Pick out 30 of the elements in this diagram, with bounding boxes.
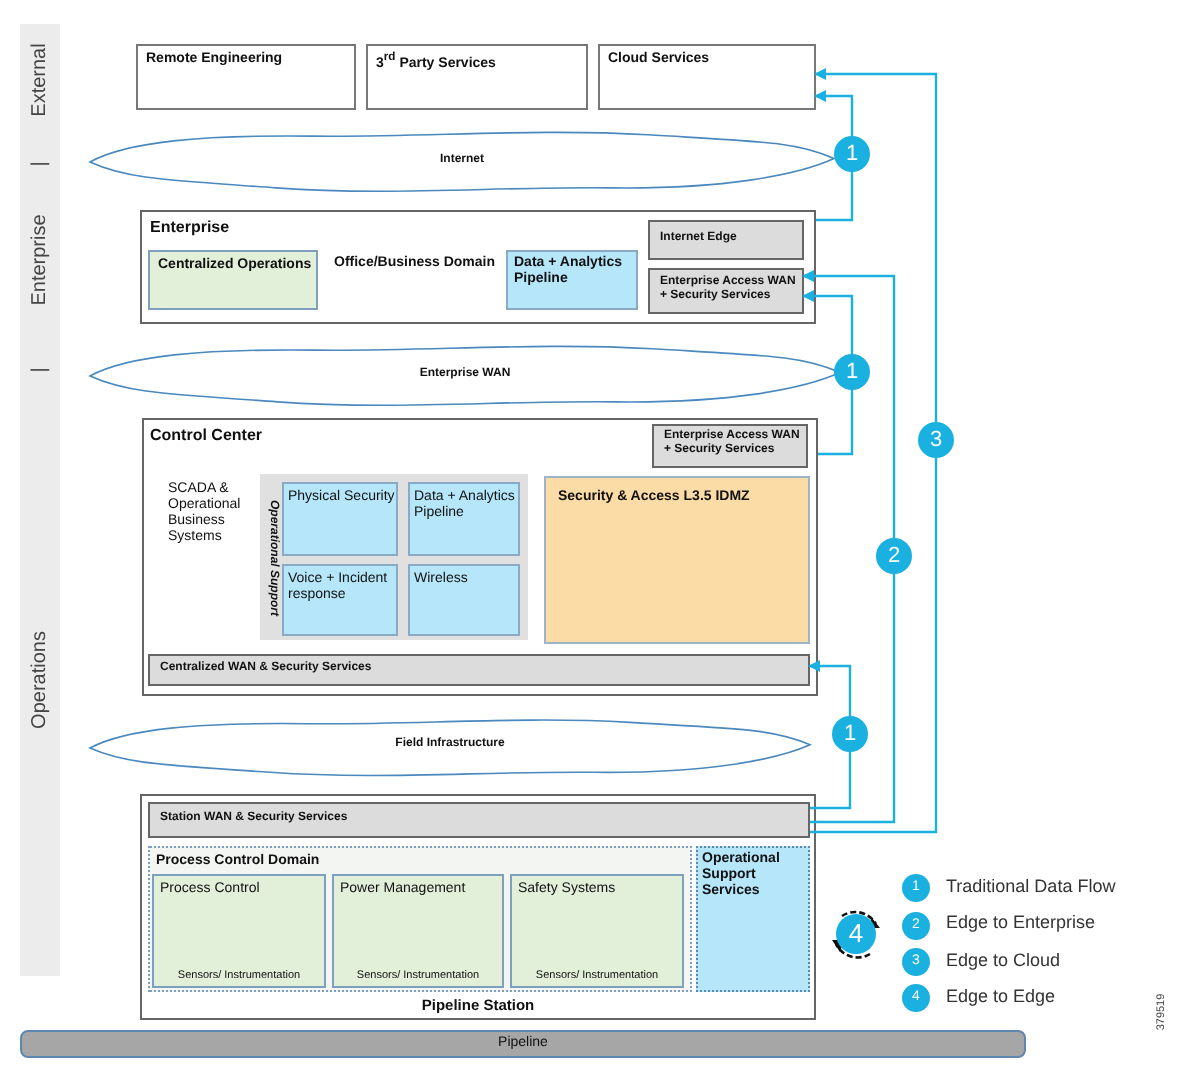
edge-label: 2 [876,538,912,574]
legend-text: Edge to Cloud [946,949,1061,970]
box-heading: Enterprise [150,218,230,237]
edge-label: 1 [834,136,870,172]
side-label: External [29,43,51,117]
legend-text: Edge to Edge [946,985,1056,1006]
flow-arrow [802,270,896,824]
separator: | [29,367,51,373]
separator: | [29,161,51,167]
flow-arrow [808,660,852,810]
edge-label: 3 [918,422,954,458]
safety-systems-box [510,874,684,988]
side-label: Enterprise [29,214,51,306]
process-control-box [152,874,326,988]
edge-label: 1 [834,354,870,390]
pipeline-station-box [140,794,816,1020]
number-badge: 4 [836,914,876,954]
control-center-box [142,418,818,696]
legend-text: Edge to Enterprise [946,912,1096,933]
box-heading: Control Center [150,426,262,445]
flow-arrow [802,290,854,456]
flow-arrow [814,90,854,222]
operational-support-panel [260,474,528,640]
enterprise-box [140,210,816,324]
process-control-domain-box [148,846,692,992]
power-management-box [332,874,504,988]
edge-label: 1 [832,716,868,752]
flow-arrow [810,68,938,834]
side-label: Operations [29,631,51,729]
legend-text: Traditional Data Flow [946,876,1116,896]
